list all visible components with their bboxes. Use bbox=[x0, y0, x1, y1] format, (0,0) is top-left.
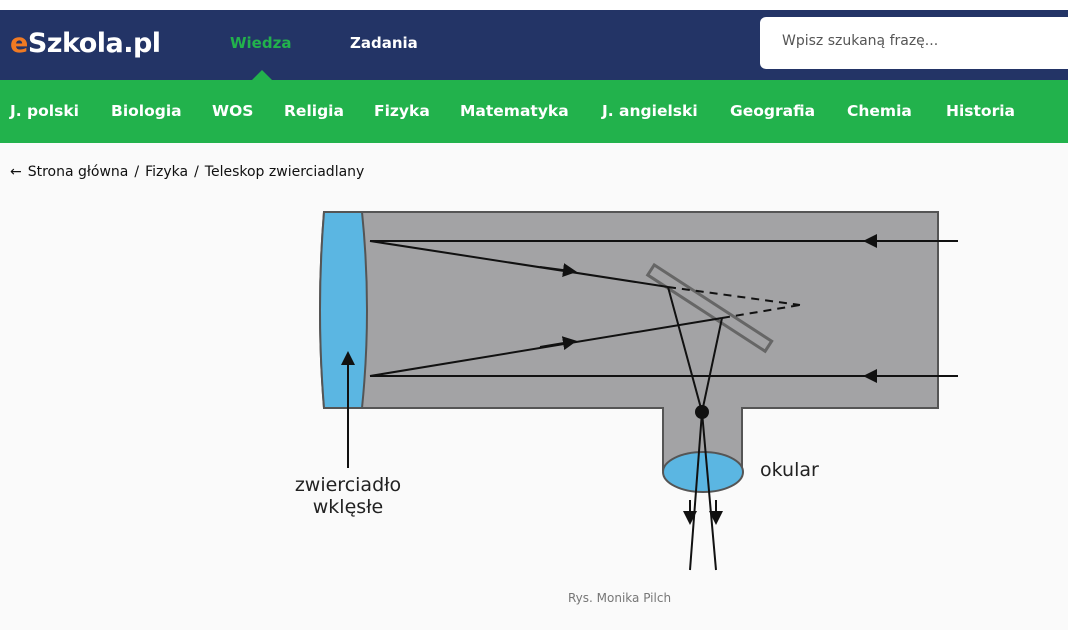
search-input[interactable]: Wpisz szukaną frazę... bbox=[760, 17, 1068, 69]
breadcrumb-separator: / bbox=[134, 164, 140, 180]
mirror-label-line1: zwierciadło bbox=[294, 474, 402, 496]
subject-wos[interactable]: WOS bbox=[212, 102, 254, 120]
subject-j-angielski[interactable]: J. angielski bbox=[602, 102, 698, 120]
subject-matematyka[interactable]: Matematyka bbox=[460, 102, 569, 120]
reflected-ray-top bbox=[369, 240, 669, 288]
subject-historia[interactable]: Historia bbox=[946, 102, 1015, 120]
breadcrumb-home[interactable]: Strona główna bbox=[27, 164, 129, 180]
top-strip bbox=[0, 0, 1068, 10]
header: eSzkola.pl Wiedza Zadania Wpisz szukaną … bbox=[0, 10, 1068, 80]
arrow-left-icon[interactable]: ← bbox=[10, 164, 22, 180]
nav-wiedza[interactable]: Wiedza bbox=[230, 34, 292, 52]
mirror-label-line2: wklęsłe bbox=[312, 496, 384, 518]
light-rays bbox=[341, 234, 958, 571]
focal-point bbox=[695, 405, 709, 419]
breadcrumb-current: Teleskop zwierciadlany bbox=[204, 164, 365, 180]
eyepiece-lens bbox=[662, 451, 744, 493]
concave-mirror bbox=[319, 211, 368, 409]
subject-bar: J. polski Biologia WOS Religia Fizyka Ma… bbox=[0, 80, 1068, 143]
breadcrumb-separator: / bbox=[194, 164, 199, 180]
nav-zadania[interactable]: Zadania bbox=[350, 34, 418, 52]
subject-j-polski[interactable]: J. polski bbox=[10, 102, 79, 120]
eyepiece-label: okular bbox=[760, 459, 819, 481]
subject-geografia[interactable]: Geografia bbox=[730, 102, 816, 120]
subject-fizyka[interactable]: Fizyka bbox=[374, 102, 430, 120]
figure-caption: Rys. Monika Pilch bbox=[568, 591, 672, 605]
subject-religia[interactable]: Religia bbox=[284, 102, 344, 120]
logo[interactable]: eSzkola.pl bbox=[10, 28, 161, 59]
subject-chemia[interactable]: Chemia bbox=[847, 102, 912, 120]
breadcrumb-fizyka[interactable]: Fizyka bbox=[145, 164, 189, 180]
flat-mirror bbox=[645, 262, 774, 354]
breadcrumb: ← Strona główna / Fizyka / Teleskop zwierciad… bbox=[10, 164, 370, 180]
active-nav-caret bbox=[252, 70, 272, 80]
ray-arrow bbox=[539, 336, 577, 351]
ray-arrow bbox=[539, 263, 577, 278]
subject-biologia[interactable]: Biologia bbox=[111, 102, 182, 120]
telescope-tube bbox=[319, 211, 939, 471]
